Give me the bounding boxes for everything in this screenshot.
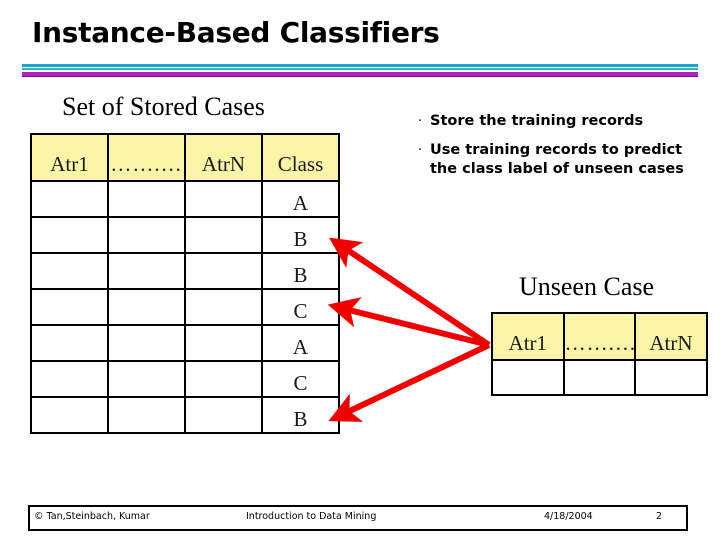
cell-class: C xyxy=(261,360,340,398)
arrow-to-row-4 xyxy=(327,297,490,348)
table-row xyxy=(491,359,708,396)
table-row: A xyxy=(30,180,340,218)
cell-mid xyxy=(107,360,186,398)
table-row: A xyxy=(30,324,340,362)
page-title: Instance-Based Classifiers xyxy=(32,16,440,49)
divider-cyan-bottom xyxy=(22,68,698,70)
stored-cases-caption: Set of Stored Cases xyxy=(62,92,265,121)
cell-mid xyxy=(107,396,186,434)
cell-atr1 xyxy=(30,324,109,362)
cell-class: B xyxy=(261,216,340,254)
bullet-marker-icon: · xyxy=(418,114,423,129)
cell-atr1 xyxy=(30,216,109,254)
unseen-case-table: Atr1 …….… AtrN xyxy=(491,312,708,396)
cell-atrn xyxy=(184,252,263,290)
arrow-to-row-7 xyxy=(328,342,491,422)
column-header-atr1: Atr1 xyxy=(491,312,565,361)
cell-atrn xyxy=(184,216,263,254)
cell-mid xyxy=(562,359,637,396)
cell-class: A xyxy=(261,180,340,218)
cell-class: A xyxy=(261,324,340,362)
divider-magenta xyxy=(22,72,698,77)
cell-mid xyxy=(107,180,186,218)
table-row: B xyxy=(30,252,340,290)
cell-atrn xyxy=(634,359,708,396)
stored-cases-table: Atr1 …….… AtrN Class A B B xyxy=(30,133,340,434)
column-header-atrn: AtrN xyxy=(634,312,708,361)
footer-page-number: 2 xyxy=(656,511,663,522)
column-header-ellipsis: …….… xyxy=(107,133,186,182)
table-header-row: Atr1 …….… AtrN Class xyxy=(30,133,340,182)
footer-copyright: © Tan,Steinbach, Kumar xyxy=(34,511,150,522)
footer-bar: © Tan,Steinbach, Kumar Introduction to D… xyxy=(28,505,688,531)
cell-atrn xyxy=(184,396,263,434)
table-row: C xyxy=(30,360,340,398)
bullet-text: Store the training records xyxy=(430,113,644,129)
arrow-to-row-2 xyxy=(329,237,491,348)
table-row: C xyxy=(30,288,340,326)
cell-atrn xyxy=(184,360,263,398)
list-item: · Use training records to predict the cl… xyxy=(418,141,688,179)
cell-atr1 xyxy=(30,288,109,326)
column-header-ellipsis: …….… xyxy=(562,312,637,361)
list-item: · Store the training records xyxy=(418,112,688,131)
table-header-row: Atr1 …….… AtrN xyxy=(491,312,708,361)
cell-mid xyxy=(107,324,186,362)
cell-class: C xyxy=(261,288,340,326)
cell-mid xyxy=(107,216,186,254)
cell-atrn xyxy=(184,288,263,326)
bullet-marker-icon: · xyxy=(418,143,423,158)
cell-atr1 xyxy=(30,396,109,434)
table-row: B xyxy=(30,396,340,434)
footer-course-title: Introduction to Data Mining xyxy=(246,511,377,522)
cell-class: B xyxy=(261,396,340,434)
divider-cyan-top xyxy=(22,64,698,67)
cell-atrn xyxy=(184,180,263,218)
cell-atr1 xyxy=(491,359,565,396)
cell-class: B xyxy=(261,252,340,290)
column-header-atr1: Atr1 xyxy=(30,133,109,182)
cell-atrn xyxy=(184,324,263,362)
bullet-list: · Store the training records · Use train… xyxy=(418,112,688,189)
bullet-text: Use training records to predict the clas… xyxy=(430,142,684,177)
column-header-atrn: AtrN xyxy=(184,133,263,182)
table-row: B xyxy=(30,216,340,254)
column-header-class: Class xyxy=(261,133,340,182)
cell-atr1 xyxy=(30,252,109,290)
cell-mid xyxy=(107,252,186,290)
footer-date: 4/18/2004 xyxy=(544,511,593,522)
cell-atr1 xyxy=(30,180,109,218)
cell-mid xyxy=(107,288,186,326)
unseen-case-caption: Unseen Case xyxy=(519,272,655,301)
cell-atr1 xyxy=(30,360,109,398)
